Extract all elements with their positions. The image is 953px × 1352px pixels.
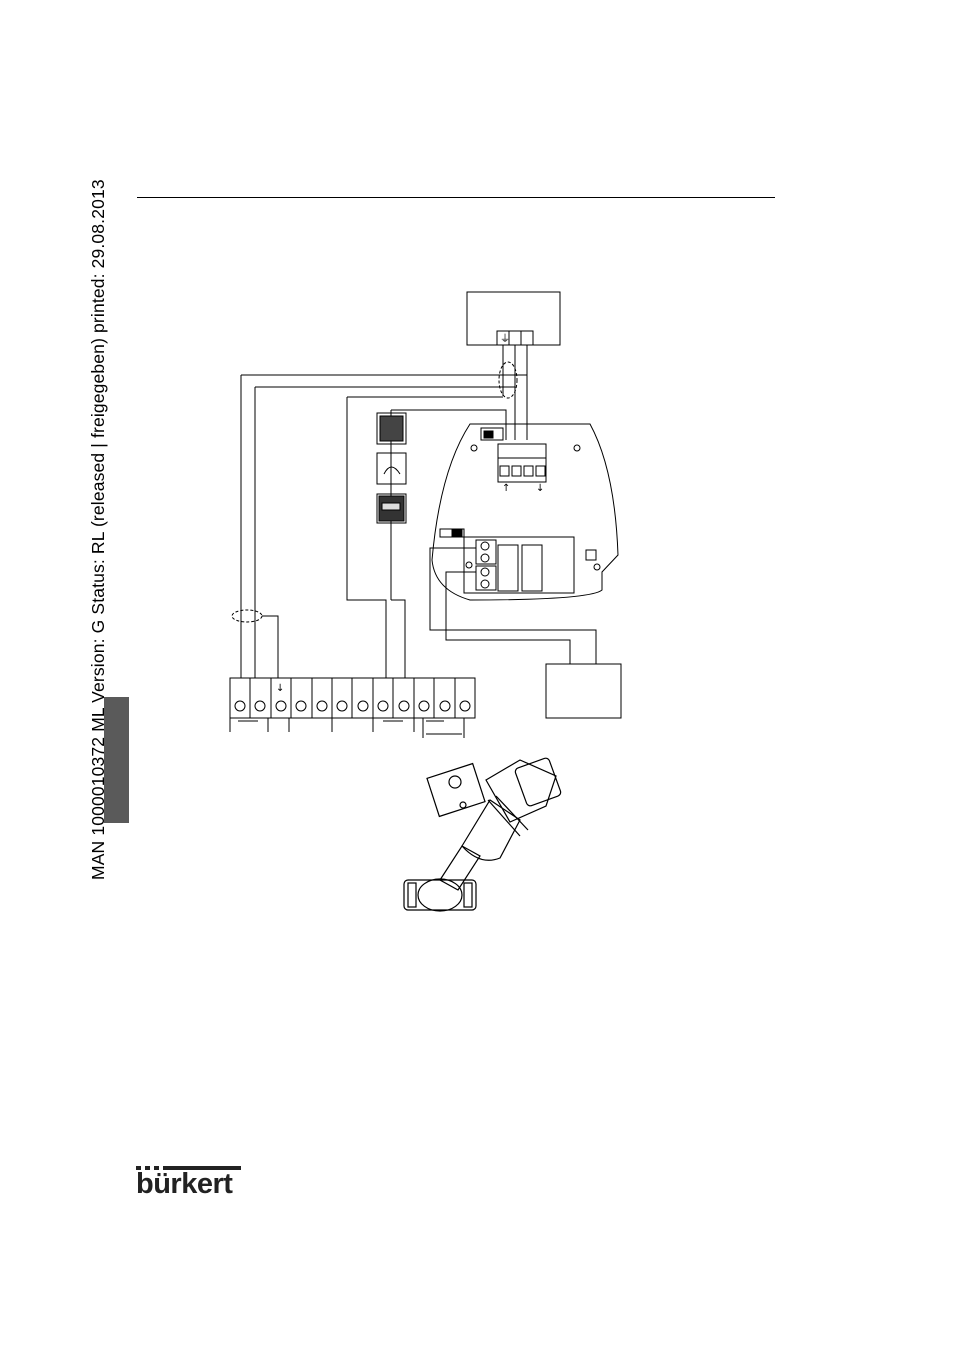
- burkert-logo: bürkert: [136, 1166, 246, 1200]
- transmitter-board: [432, 424, 618, 600]
- ground-symbol: ⏚: [500, 333, 510, 345]
- pointer-down: ↓: [536, 483, 544, 494]
- pointer-up: ↑: [502, 483, 510, 494]
- valve-illustration: [404, 757, 562, 911]
- lower-cable-shield: [232, 610, 262, 622]
- relay-module: [464, 537, 574, 593]
- power-supply-box: [467, 292, 560, 345]
- cable-shield: [499, 362, 517, 398]
- ground-symbol-strip: ↓: [276, 683, 284, 694]
- logo-wordmark: bürkert: [136, 1168, 232, 1201]
- load-box: [546, 664, 621, 718]
